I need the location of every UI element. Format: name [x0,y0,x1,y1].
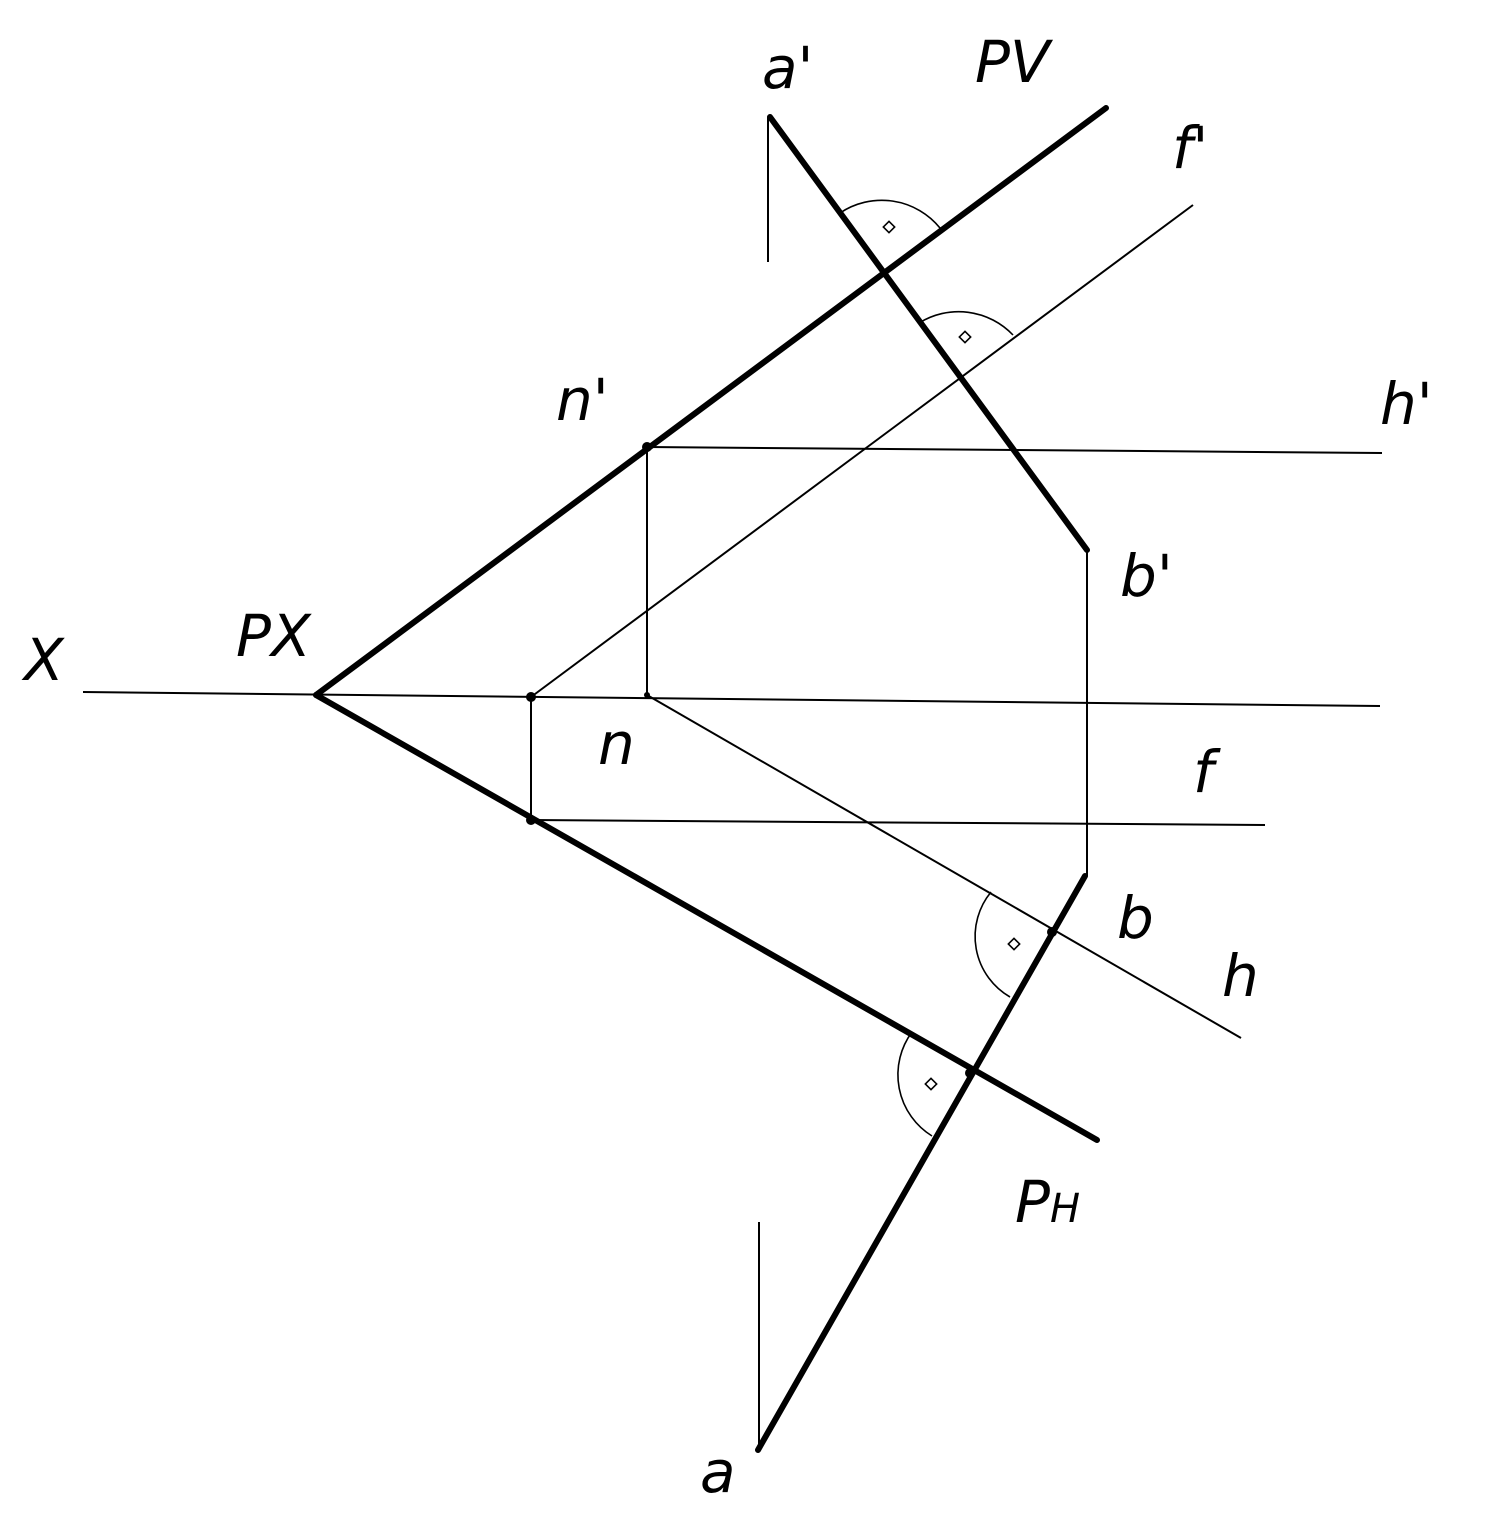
label-h: h [1222,942,1259,1010]
right-angle-arc-fprime [918,310,1014,336]
label-f-prime: f' [1172,114,1208,182]
ph-trace-line [313,692,1100,1143]
label-pv: PV [975,28,1054,96]
right-angle-mark-4 [924,1077,938,1091]
ab-line [755,873,1088,1453]
label-n-prime: n' [556,366,609,434]
label-px: PX [236,602,312,670]
label-px-sub: X [268,602,312,670]
label-pv-main: P [975,28,1010,96]
point-f-bottom [526,815,536,825]
point-n-prime [642,442,652,452]
right-angle-arc-h [974,891,1011,998]
right-angle-mark-2 [958,330,972,344]
f-prime-line [530,204,1194,698]
label-px-main: P [236,602,271,670]
point-f-top [526,692,536,702]
h-prime-line [646,446,1383,454]
ab-prime-line [767,114,1090,553]
point-n [644,692,650,698]
label-a-prime: a' [762,34,814,102]
label-n: n [598,710,635,778]
label-b-prime: b' [1120,542,1173,610]
label-ph-main: P [1015,1168,1050,1236]
pv-trace-line [313,105,1109,698]
label-pv-sub: V [1010,28,1054,96]
label-h-prime: h' [1380,370,1433,438]
f-line [530,819,1266,826]
h-line [646,694,1242,1039]
label-x: X [21,626,65,694]
x-axis-line [82,691,1381,707]
right-angle-arc-ph [897,1031,933,1137]
label-f: f [1193,738,1221,806]
point-b-on-h [1047,927,1057,937]
right-angle-mark-3 [1007,937,1021,951]
point-ab-ph [965,1068,975,1078]
label-b: b [1117,884,1154,952]
label-a: a [700,1438,736,1506]
label-ph: PH [1015,1168,1080,1236]
label-ph-sub: H [1050,1186,1080,1232]
right-angle-arc-pv [839,199,941,229]
right-angle-mark-1 [882,220,896,234]
